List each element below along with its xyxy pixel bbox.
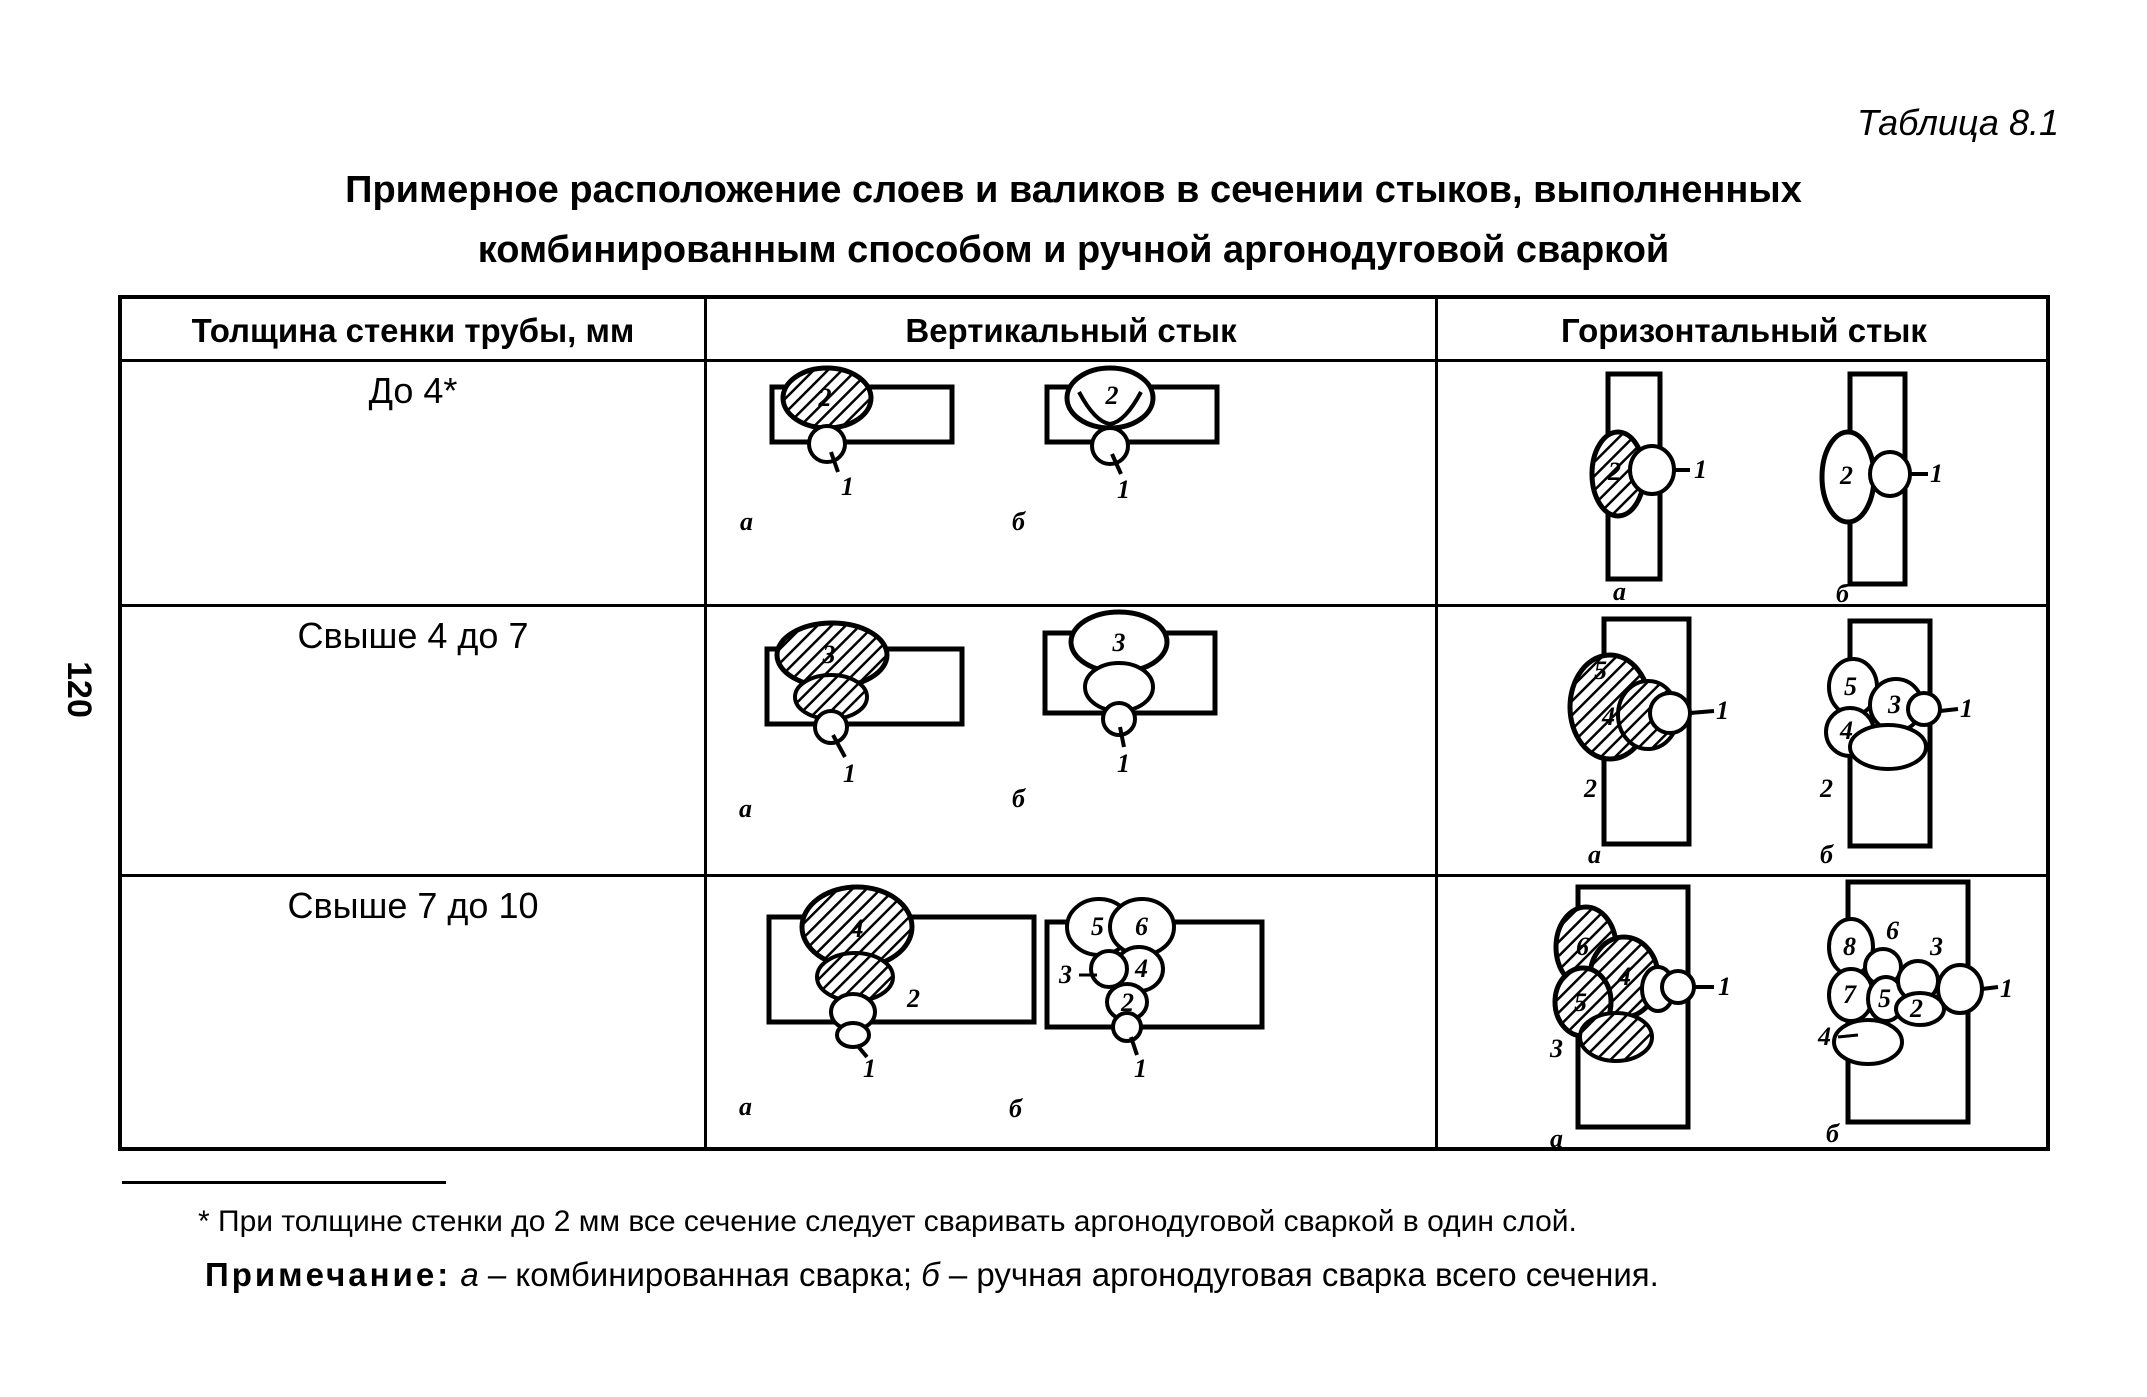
table-title: Примерное расположение слоев и валиков в… bbox=[0, 160, 2147, 280]
footnote: * При толщине стенки до 2 мм все сечение… bbox=[198, 1205, 1577, 1238]
svg-text:1: 1 bbox=[1694, 455, 1707, 484]
header-vertical-joint: Вертикальный стык bbox=[905, 311, 1237, 349]
title-line-1: Примерное расположение слоев и валиков в… bbox=[345, 169, 1802, 211]
svg-text:1: 1 bbox=[1930, 459, 1943, 488]
horizontal-joint-sketch-row-1: 2 1 а 2 1 б bbox=[1589, 371, 1943, 604]
note-b-letter: б bbox=[921, 1256, 940, 1293]
svg-text:а: а bbox=[739, 1092, 752, 1121]
header-horizontal-joint: Горизонтальный стык bbox=[1561, 311, 1927, 349]
row-2-vertical-diagrams: 3 1 а 3 1 б bbox=[707, 607, 1435, 874]
page-number: 120 bbox=[59, 661, 98, 718]
svg-text:5: 5 bbox=[1594, 656, 1607, 685]
svg-text:3: 3 bbox=[1887, 690, 1901, 719]
svg-text:5: 5 bbox=[1091, 912, 1104, 941]
title-line-2: комбинированным способом и ручной аргоно… bbox=[477, 229, 1670, 271]
col-divider-2 bbox=[1435, 299, 1438, 1147]
vertical-joint-sketch-row-2: 3 1 а 3 1 б bbox=[739, 609, 1218, 823]
svg-text:7: 7 bbox=[1843, 980, 1857, 1009]
horizontal-joint-sketch-row-3: 6 4 5 1 3 а 6 8 3 7 5 2 1 4 б bbox=[1549, 879, 2013, 1151]
svg-text:1: 1 bbox=[841, 472, 854, 501]
row-2-thickness: Свыше 4 до 7 bbox=[297, 615, 529, 656]
svg-text:5: 5 bbox=[1844, 672, 1857, 701]
svg-text:1: 1 bbox=[1718, 972, 1731, 1001]
svg-text:5: 5 bbox=[1878, 984, 1891, 1013]
table-number: Таблица 8.1 bbox=[1856, 102, 2059, 143]
svg-text:4: 4 bbox=[1601, 702, 1615, 731]
note: Примечание: а – комбинированная сварка; … bbox=[205, 1256, 1659, 1294]
svg-text:2: 2 bbox=[1607, 457, 1621, 486]
svg-text:1: 1 bbox=[843, 759, 856, 788]
header-thickness: Толщина стенки трубы, мм bbox=[191, 311, 635, 349]
svg-text:4: 4 bbox=[1134, 954, 1148, 983]
svg-text:3: 3 bbox=[1058, 960, 1072, 989]
svg-text:а: а bbox=[1613, 577, 1626, 604]
svg-text:4: 4 bbox=[850, 914, 864, 943]
svg-text:3: 3 bbox=[1929, 932, 1943, 961]
svg-text:б: б bbox=[1012, 784, 1026, 813]
header-divider bbox=[122, 359, 2046, 362]
col-divider-1 bbox=[704, 299, 707, 1147]
row-divider-2 bbox=[122, 874, 2046, 877]
svg-text:3: 3 bbox=[822, 640, 836, 669]
row-divider-1 bbox=[122, 604, 2046, 607]
svg-text:2: 2 bbox=[1909, 994, 1923, 1023]
svg-text:2: 2 bbox=[906, 984, 920, 1013]
row-3-horizontal-diagrams: 6 4 5 1 3 а 6 8 3 7 5 2 1 4 б bbox=[1438, 877, 2050, 1151]
row-2-horizontal-diagrams: 5 4 1 2 а 5 3 4 1 2 б bbox=[1438, 607, 2050, 874]
footnote-divider bbox=[122, 1181, 446, 1184]
note-a-text: – комбинированная сварка; bbox=[478, 1256, 922, 1293]
svg-text:8: 8 bbox=[1843, 932, 1856, 961]
note-b-text: – ручная аргонодуговая сварка всего сече… bbox=[939, 1256, 1659, 1293]
row-3-thickness: Свыше 7 до 10 bbox=[287, 885, 539, 926]
row-1-vertical-diagrams: 2 1 а 2 1 б bbox=[707, 362, 1435, 604]
svg-text:б: б bbox=[1012, 507, 1026, 536]
svg-text:1: 1 bbox=[1716, 696, 1729, 725]
svg-text:1: 1 bbox=[1117, 475, 1130, 504]
svg-text:1: 1 bbox=[1960, 694, 1973, 723]
svg-text:6: 6 bbox=[1576, 932, 1589, 961]
weld-layers-table: Толщина стенки трубы, мм Вертикальный ст… bbox=[118, 295, 2050, 1151]
svg-text:а: а bbox=[739, 794, 752, 823]
svg-text:4: 4 bbox=[1839, 716, 1853, 745]
svg-text:6: 6 bbox=[1886, 916, 1899, 945]
svg-text:3: 3 bbox=[1549, 1034, 1563, 1063]
svg-text:б: б bbox=[1820, 840, 1834, 869]
svg-text:1: 1 bbox=[1117, 749, 1130, 778]
svg-text:б: б bbox=[1826, 1119, 1840, 1148]
svg-text:1: 1 bbox=[1134, 1054, 1147, 1083]
svg-text:б: б bbox=[1009, 1094, 1023, 1123]
svg-text:а: а bbox=[740, 507, 753, 536]
svg-text:а: а bbox=[1588, 840, 1601, 869]
svg-text:6: 6 bbox=[1135, 912, 1148, 941]
svg-text:4: 4 bbox=[1817, 1022, 1831, 1051]
svg-text:2: 2 bbox=[1583, 774, 1597, 803]
svg-text:3: 3 bbox=[1112, 628, 1126, 657]
svg-text:5: 5 bbox=[1574, 988, 1587, 1017]
row-1-horizontal-diagrams: 2 1 а 2 1 б bbox=[1438, 362, 2050, 604]
note-label: Примечание: bbox=[205, 1256, 452, 1293]
row-3-vertical-diagrams: 4 2 1 а 5 6 3 4 2 1 б bbox=[707, 877, 1435, 1151]
svg-text:2: 2 bbox=[1120, 988, 1134, 1017]
horizontal-joint-sketch-row-2: 5 4 1 2 а 5 3 4 1 2 б bbox=[1567, 616, 1973, 869]
svg-text:1: 1 bbox=[2000, 974, 2013, 1003]
vertical-joint-sketch-row-3: 4 2 1 а 5 6 3 4 2 1 б bbox=[739, 884, 1265, 1123]
svg-text:2: 2 bbox=[818, 383, 832, 412]
svg-text:2: 2 bbox=[1105, 381, 1119, 410]
note-a-letter: а bbox=[460, 1256, 479, 1293]
svg-text:4: 4 bbox=[1617, 962, 1631, 991]
vertical-joint-sketch-row-1: 2 1 а 2 1 б bbox=[740, 365, 1220, 536]
svg-text:2: 2 bbox=[1839, 461, 1853, 490]
svg-text:б: б bbox=[1836, 579, 1850, 604]
row-1-thickness: До 4* bbox=[368, 370, 458, 411]
svg-text:1: 1 bbox=[863, 1054, 876, 1083]
svg-text:а: а bbox=[1550, 1124, 1563, 1151]
svg-text:2: 2 bbox=[1819, 774, 1833, 803]
